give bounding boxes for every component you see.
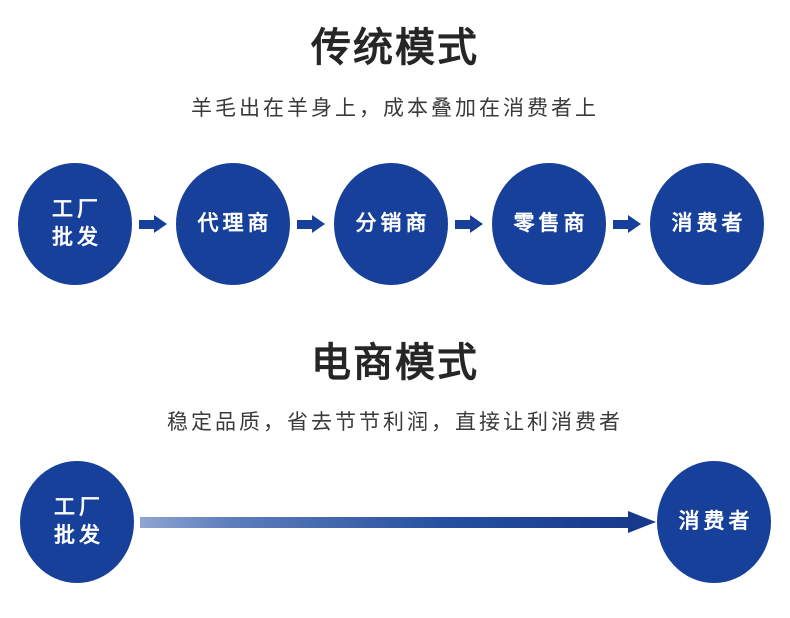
node-retailer: 零售商 xyxy=(492,163,606,285)
traditional-section-title: 传统模式 xyxy=(311,25,479,71)
long-arrow-right-icon xyxy=(140,511,656,533)
node-consumer: 消费者 xyxy=(657,461,771,583)
arrow-head xyxy=(628,215,641,233)
node-label: 零售商 xyxy=(513,211,589,236)
arrow-shaft xyxy=(139,220,156,229)
node-label-line-1: 工厂 xyxy=(54,495,104,520)
arrow-shaft xyxy=(455,220,472,229)
node-label: 消费者 xyxy=(671,211,747,236)
traditional-flow-diagram: 工厂 批发 代理商 分销商 零售商 消费者 xyxy=(0,163,790,285)
ecommerce-section-subtitle: 稳定品质，省去节节利润，直接让利消费者 xyxy=(167,410,623,434)
arrow-right-icon xyxy=(606,209,650,239)
arrow-right-icon xyxy=(290,209,334,239)
traditional-section-subtitle: 羊毛出在羊身上，成本叠加在消费者上 xyxy=(191,96,599,120)
arrow-head xyxy=(154,215,167,233)
node-factory-wholesale: 工厂 批发 xyxy=(20,461,134,583)
arrow-head xyxy=(470,215,483,233)
arrow-head xyxy=(312,215,325,233)
arrow-head xyxy=(628,511,656,533)
node-label-line-2: 批发 xyxy=(54,523,104,547)
node-label: 消费者 xyxy=(678,509,754,534)
arrow-shaft xyxy=(613,220,630,229)
ecommerce-flow-diagram: 工厂 批发 消费者 xyxy=(0,461,790,583)
node-consumer: 消费者 xyxy=(650,163,764,285)
node-label-line-1: 工厂 xyxy=(52,197,102,222)
node-label: 代理商 xyxy=(197,211,273,236)
arrow-shaft xyxy=(140,517,632,528)
node-label: 分销商 xyxy=(355,211,431,236)
node-label-line-2: 批发 xyxy=(52,225,102,249)
node-distributor: 分销商 xyxy=(334,163,448,285)
ecommerce-section-title: 电商模式 xyxy=(311,340,479,386)
arrow-shaft xyxy=(297,220,314,229)
arrow-right-icon xyxy=(132,209,176,239)
arrow-right-icon xyxy=(448,209,492,239)
node-agent: 代理商 xyxy=(176,163,290,285)
node-factory-wholesale: 工厂 批发 xyxy=(18,163,132,285)
